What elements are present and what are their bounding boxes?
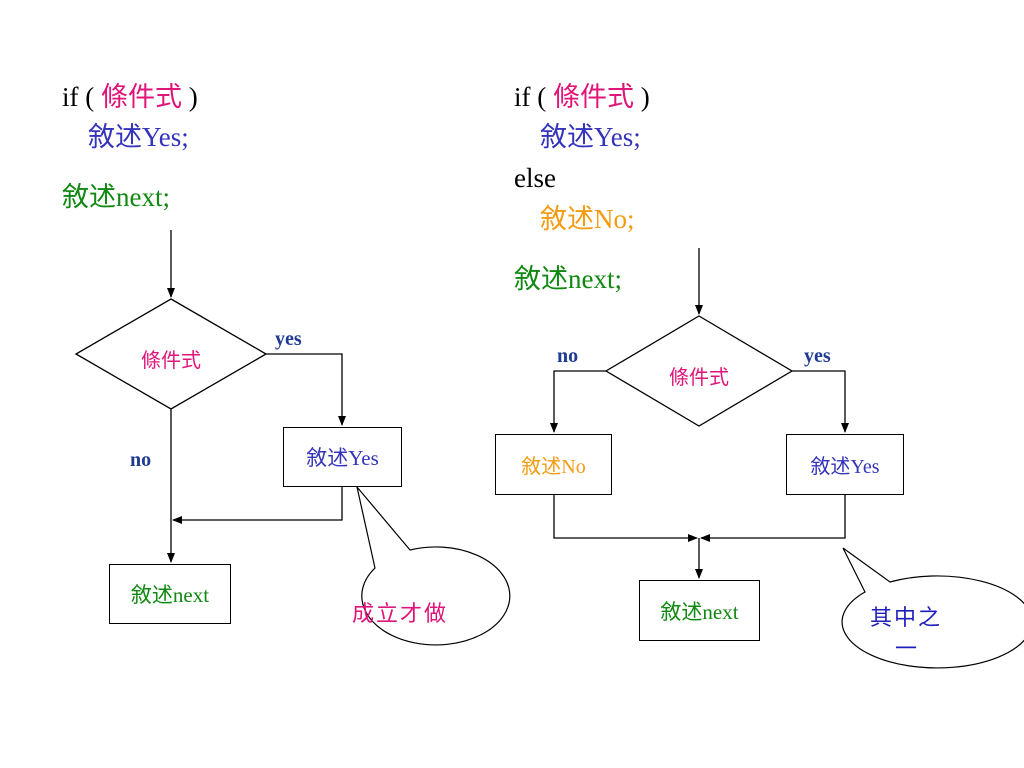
statement-no-box-right: 敘述No xyxy=(495,434,612,495)
code-else-right: else xyxy=(514,163,556,193)
code-stmt-next-left: 敘述next; xyxy=(62,182,170,212)
no-label-right: no xyxy=(557,345,579,367)
statement-next-box-right: 敘述next xyxy=(639,580,760,641)
yes-label-right: yes xyxy=(804,345,831,367)
condition-diamond-right xyxy=(604,315,794,427)
merge-line-yes-right xyxy=(700,494,846,542)
code-stmt-yes-right: 敘述Yes; xyxy=(540,122,641,152)
code-stmt-no-right: 敘述No; xyxy=(540,204,635,234)
condition-label-right: 條件式 xyxy=(669,367,729,389)
yes-branch-line-left xyxy=(266,353,346,426)
statement-next-box-left: 敘述next xyxy=(109,564,231,624)
merge-line-no-right xyxy=(553,494,698,542)
no-label-left: no xyxy=(130,449,152,471)
callout-text-right-line1: 其中之 xyxy=(869,605,942,630)
callout-text-left: 成立才做 xyxy=(351,601,448,626)
if-keyword: if ( xyxy=(514,82,553,112)
no-branch-line-right xyxy=(550,370,606,433)
statement-yes-box-right: 敘述Yes xyxy=(786,434,904,495)
callout-bubble-left xyxy=(356,486,511,646)
callout-text-right-line2: 一 xyxy=(894,636,917,661)
code-stmt-yes-left: 敘述Yes; xyxy=(88,122,189,152)
close-paren: ) xyxy=(181,82,198,112)
code-if-line-right: if ( 條件式 ) xyxy=(514,84,650,111)
condition-text: 條件式 xyxy=(100,82,182,112)
merge-line-left xyxy=(172,487,343,524)
code-stmt-next-right: 敘述next; xyxy=(514,264,622,294)
close-paren: ) xyxy=(633,82,650,112)
condition-label-left: 條件式 xyxy=(141,350,201,372)
yes-branch-line-right xyxy=(792,370,849,433)
if-keyword: if ( xyxy=(62,82,101,112)
yes-label-left: yes xyxy=(275,328,302,350)
condition-text: 條件式 xyxy=(552,82,634,112)
callout-bubble-right xyxy=(841,547,1024,669)
code-if-line-left: if ( 條件式 ) xyxy=(62,84,198,111)
statement-yes-box-left: 敘述Yes xyxy=(283,427,402,487)
